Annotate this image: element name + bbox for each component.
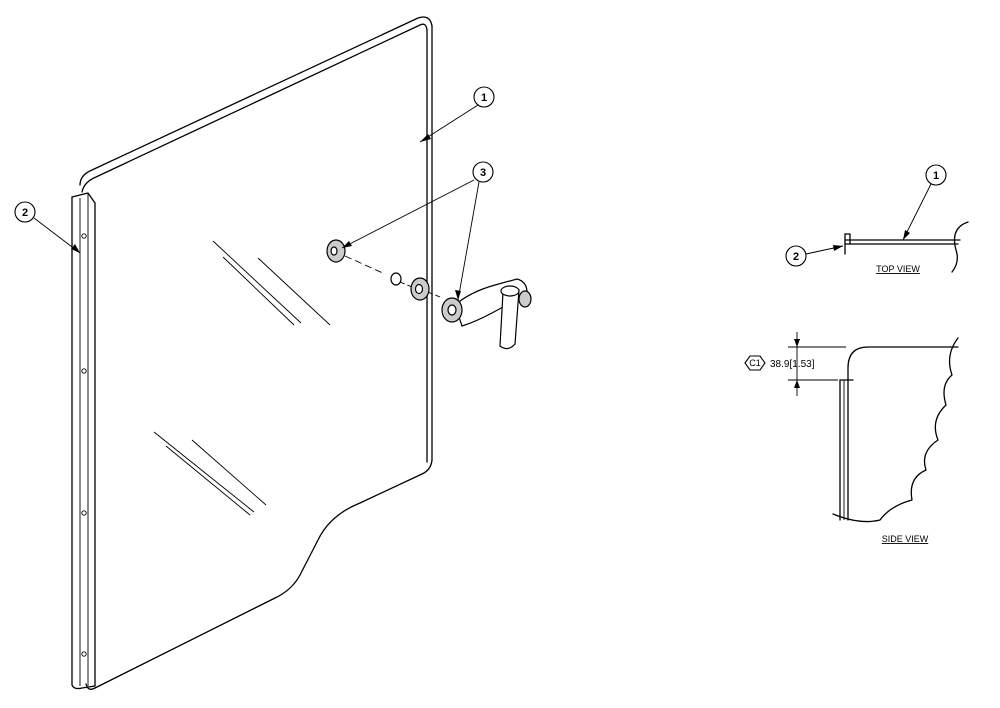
svg-text:C1: C1 (749, 358, 761, 368)
callout-number: 3 (480, 167, 486, 179)
glass-reflection-marks (153, 240, 331, 516)
top-view-detail: 1 2 TOP VIEW (785, 164, 969, 274)
callout-hinge-hardware: 3 (341, 161, 494, 301)
hinge-bracket-icon (441, 278, 532, 350)
side-view-detail: C1 38.9[1.53] SIDE VIEW (744, 332, 959, 544)
callout-hinge-strip: 2 (14, 201, 81, 254)
top-view-label: TOP VIEW (876, 264, 920, 274)
o-ring-icon (390, 272, 402, 286)
callout-number: 1 (481, 92, 487, 104)
callout-number: 2 (22, 207, 28, 219)
side-view-label: SIDE VIEW (882, 534, 929, 544)
callout-door-glass: 1 (419, 86, 495, 143)
mounting-hole-icon (81, 510, 87, 516)
callout-number: 1 (933, 170, 939, 182)
mounting-hole-icon (81, 651, 87, 657)
dimension-value: 38.9[1.53] (770, 359, 815, 370)
hinge-hardware (326, 239, 532, 350)
hinge-strip (71, 192, 96, 690)
critical-dimension-icon: C1 (744, 355, 766, 371)
mounting-hole-icon (81, 233, 87, 239)
mounting-hole-icon (81, 368, 87, 374)
callout-number: 2 (793, 251, 799, 263)
glass-door-panel (79, 16, 433, 690)
